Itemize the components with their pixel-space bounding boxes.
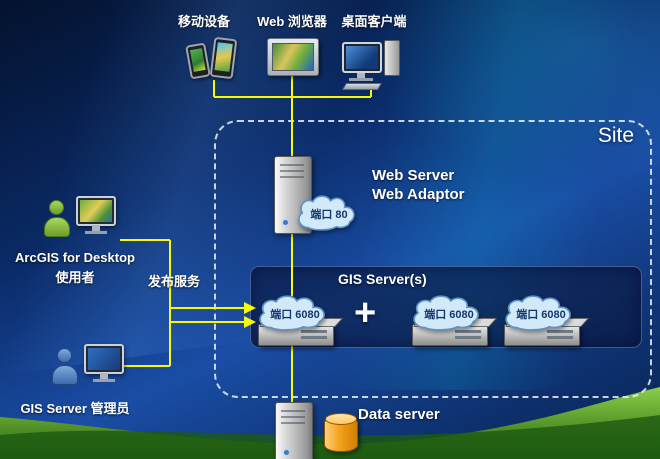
- phone-screen: [190, 48, 206, 72]
- cloud-icon: [413, 295, 479, 331]
- desktop-user-label-line2: 使用者: [55, 270, 95, 285]
- mobile-devices-icon: [185, 36, 242, 84]
- phone-icon: [209, 36, 238, 80]
- data-server-label: Data server: [358, 406, 440, 423]
- person-head: [49, 200, 64, 215]
- gis-server-admin-label: GIS Server 管理员: [20, 401, 130, 416]
- gis-server-admin-icon: [46, 342, 130, 394]
- monitor-stand: [357, 73, 365, 78]
- monitor-screen: [346, 46, 378, 69]
- map-screen: [272, 43, 314, 71]
- cloud-icon: [298, 195, 355, 231]
- port-6080-cloud: 端口 6080: [498, 292, 584, 334]
- monitor-icon: [342, 42, 382, 73]
- port-6080-label: 端口 6080: [270, 308, 320, 321]
- gis-servers-title: GIS Server(s): [338, 271, 427, 287]
- desktop-user-label-line1: ArcGIS for Desktop: [15, 250, 135, 265]
- web-browser-icon: [267, 38, 319, 76]
- monitor-icon: [76, 196, 116, 231]
- site-boundary: Site: [214, 120, 652, 398]
- desktop-client-icon: [341, 36, 400, 90]
- arcgis-desktop-user-icon: [38, 194, 122, 246]
- phone-icon: [185, 42, 211, 80]
- site-label: Site: [597, 124, 634, 147]
- port-80-cloud: 端口 80: [292, 192, 366, 234]
- person-icon: [52, 348, 78, 390]
- port-6080-cloud: 端口 6080: [406, 292, 492, 334]
- web-browser-label: Web 浏览器: [257, 14, 327, 29]
- desktop-client-label: 桌面客户端: [341, 14, 407, 29]
- background-glow: [360, 0, 660, 180]
- database-cylinder-icon: [324, 413, 358, 452]
- pc-tower-icon: [384, 40, 400, 76]
- cloud-icon: [259, 295, 325, 331]
- person-body: [52, 365, 78, 385]
- monitor-icon: [84, 344, 124, 379]
- monitor-base: [349, 78, 373, 81]
- monitor-stand: [100, 373, 108, 379]
- person-icon: [44, 200, 70, 242]
- cloud-icon: [505, 295, 571, 331]
- desktop-user-label: ArcGIS for Desktop 使用者: [0, 248, 150, 288]
- person-head: [57, 348, 72, 363]
- person-body: [44, 217, 70, 237]
- phone-screen: [214, 42, 233, 72]
- web-server-title: Web Server: [372, 167, 455, 184]
- mobile-devices-label: 移动设备: [177, 14, 230, 29]
- map-screen: [80, 200, 112, 222]
- web-adaptor-title: Web Adaptor: [372, 186, 465, 203]
- monitor-stand: [92, 225, 100, 231]
- port-6080-label: 端口 6080: [424, 308, 474, 321]
- port-6080-cloud: 端口 6080: [252, 292, 338, 334]
- plus-sign: +: [354, 292, 377, 334]
- port-6080-label: 端口 6080: [516, 308, 566, 321]
- monitor-screen: [88, 348, 120, 370]
- publish-service-label: 发布服务: [148, 274, 201, 289]
- keyboard-icon: [341, 83, 383, 90]
- data-server-icon: [275, 402, 313, 459]
- web-server-label: Web Server Web Adaptor: [372, 166, 465, 204]
- port-80-label: 端口 80: [310, 208, 348, 221]
